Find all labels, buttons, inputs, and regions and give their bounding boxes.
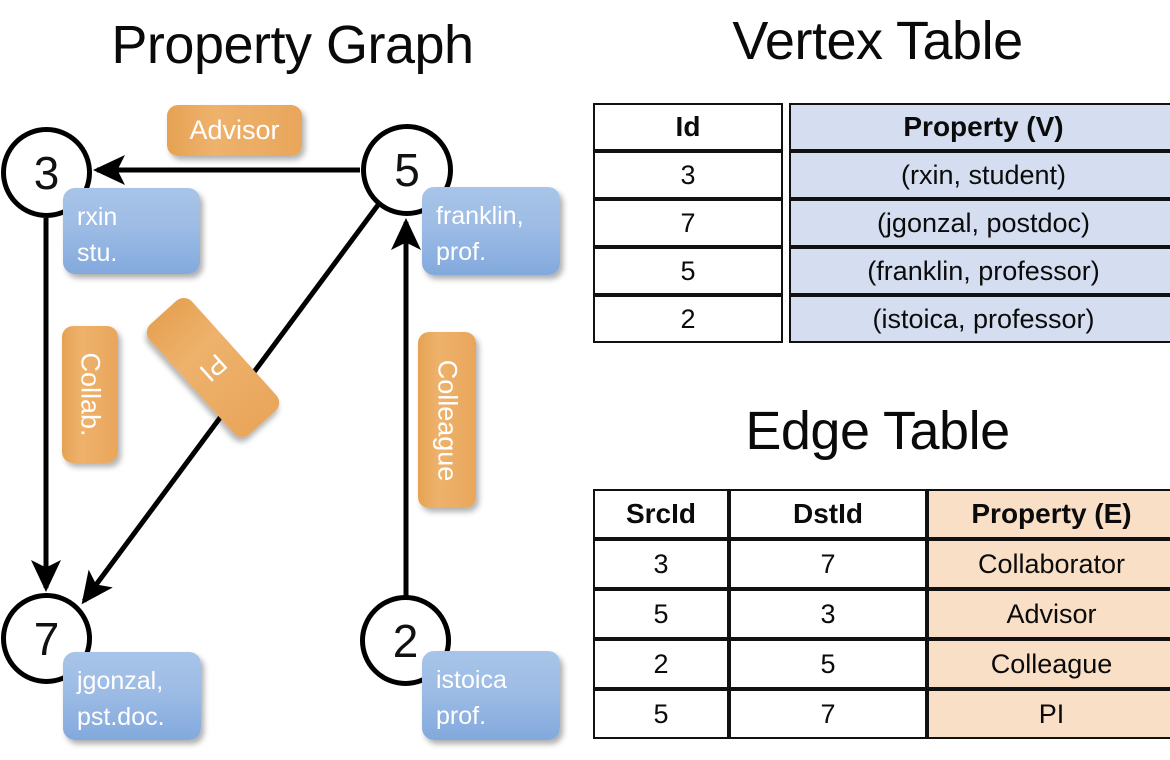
- vertex-row-2-id: 5: [593, 247, 783, 295]
- vertex-row-0-property: (rxin, student): [789, 151, 1170, 199]
- graph-node-5-label: 5: [394, 144, 420, 196]
- vertex-table-header-row: Id Property (V): [593, 103, 1170, 151]
- graph-node-2[interactable]: 2: [360, 595, 451, 686]
- table-row[interactable]: 5 3 Advisor: [593, 589, 1170, 639]
- vertex-row-1-property: (jgonzal, postdoc): [789, 199, 1170, 247]
- edge-label-advisor: Advisor: [167, 105, 302, 156]
- graph-node-3-label: 3: [33, 146, 60, 199]
- edge-table-header-row: SrcId DstId Property (E): [593, 489, 1170, 539]
- table-row[interactable]: 2 (istoica, professor): [593, 295, 1170, 343]
- edge-row-2-src: 2: [593, 639, 729, 689]
- edge-row-2-dst: 5: [729, 639, 927, 689]
- vertex-table-title: Vertex Table: [732, 11, 1023, 71]
- edge-table-header-dstid: DstId: [729, 489, 927, 539]
- edge-row-1-dst: 3: [729, 589, 927, 639]
- vertex-2-name: istoica: [436, 666, 507, 694]
- vertex-7-name: jgonzal,: [77, 667, 164, 695]
- edge-row-0-src: 3: [593, 539, 729, 589]
- vertex-row-1-id: 7: [593, 199, 783, 247]
- vertex-table-header-property: Property (V): [789, 103, 1170, 151]
- vertex-2-role: prof.: [436, 701, 487, 730]
- edge-table: SrcId DstId Property (E) 3 7 Collaborato…: [593, 489, 1170, 739]
- edge-row-3-property: PI: [927, 689, 1170, 739]
- edge-row-2-property: Colleague: [927, 639, 1170, 689]
- vertex-row-2-property: (franklin, professor): [789, 247, 1170, 295]
- vertex-property-box-2: istoica prof.: [422, 651, 560, 740]
- vertex-7-role: pst.doc.: [77, 702, 165, 731]
- property-graph-title: Property Graph: [111, 15, 474, 75]
- edge-row-3-dst: 7: [729, 689, 927, 739]
- table-row[interactable]: 3 7 Collaborator: [593, 539, 1170, 589]
- graph-node-2-label: 2: [392, 614, 419, 667]
- table-row[interactable]: 7 (jgonzal, postdoc): [593, 199, 1170, 247]
- edge-row-3-src: 5: [593, 689, 729, 739]
- vertex-3-name: rxin: [77, 203, 118, 231]
- edge-row-0-dst: 7: [729, 539, 927, 589]
- edge-label-collab: Collab.: [62, 326, 118, 463]
- graph-node-7-label: 7: [33, 612, 60, 665]
- edge-row-0-property: Collaborator: [927, 539, 1170, 589]
- edge-label-advisor-text: Advisor: [189, 115, 280, 145]
- vertex-table: Id Property (V) 3 (rxin, student) 7 (jgo…: [593, 103, 1170, 343]
- graph-node-5[interactable]: 5: [361, 124, 453, 216]
- vertex-property-box-5: franklin, prof.: [422, 187, 560, 275]
- vertex-row-3-property: (istoica, professor): [789, 295, 1170, 343]
- vertex-property-box-7: jgonzal, pst.doc.: [63, 652, 201, 740]
- vertex-5-role: prof.: [436, 237, 487, 266]
- table-row[interactable]: 3 (rxin, student): [593, 151, 1170, 199]
- vertex-row-0-id: 3: [593, 151, 783, 199]
- table-row[interactable]: 5 7 PI: [593, 689, 1170, 739]
- edge-row-1-src: 5: [593, 589, 729, 639]
- edge-label-pi-text: PI: [193, 348, 233, 388]
- vertex-3-role: stu.: [77, 238, 118, 267]
- edge-table-title: Edge Table: [745, 401, 1010, 461]
- edge-table-header-srcid: SrcId: [593, 489, 729, 539]
- vertex-5-name: franklin,: [436, 202, 524, 230]
- edge-row-1-property: Advisor: [927, 589, 1170, 639]
- edge-table-header-property: Property (E): [927, 489, 1170, 539]
- vertex-row-3-id: 2: [593, 295, 783, 343]
- table-row[interactable]: 2 5 Colleague: [593, 639, 1170, 689]
- edge-label-colleague: Colleague: [418, 332, 476, 508]
- edge-label-colleague-text: Colleague: [432, 359, 463, 481]
- vertex-property-box-3: rxin stu.: [63, 188, 200, 274]
- vertex-table-header-id: Id: [593, 103, 783, 151]
- edge-label-collab-text: Collab.: [75, 352, 106, 437]
- table-row[interactable]: 5 (franklin, professor): [593, 247, 1170, 295]
